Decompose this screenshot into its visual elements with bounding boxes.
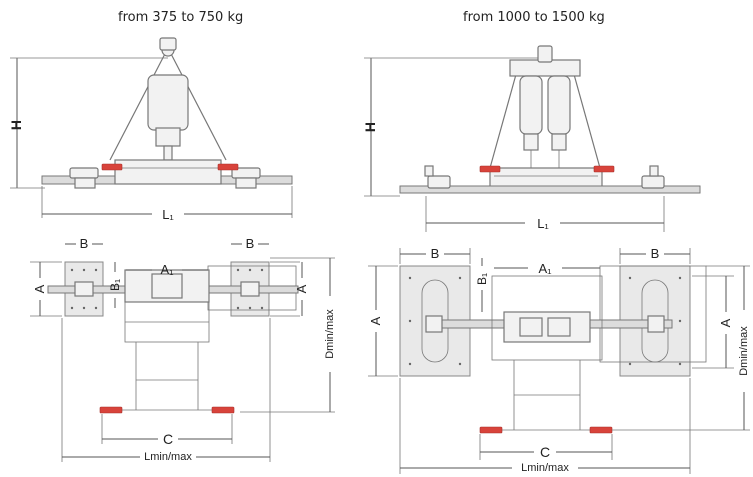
- left-side-handle-left: [101, 163, 123, 171]
- right-top-handle-left: [479, 426, 503, 434]
- right-top-handle-right: [589, 426, 613, 434]
- left-a-label-2: A: [294, 284, 309, 293]
- right-side-handle-left: [479, 165, 501, 173]
- left-c-label: C: [163, 431, 173, 447]
- left-l1-label: L₁: [162, 207, 174, 222]
- right-b1-label: B₁: [475, 273, 489, 285]
- right-b-label-1: B: [431, 246, 440, 261]
- right-b-label-2: B: [651, 246, 660, 261]
- left-b1-label: B₁: [108, 279, 122, 291]
- left-a-label-1: A: [32, 284, 47, 293]
- right-c-label: C: [540, 444, 550, 460]
- right-a1-label: A₁: [538, 261, 552, 276]
- right-h-label: H: [362, 122, 378, 132]
- left-side-handle-right: [217, 163, 239, 171]
- right-a-label-2: A: [718, 318, 733, 327]
- right-l1-label: L₁: [537, 216, 549, 231]
- left-a1-label: A₁: [160, 262, 174, 277]
- left-dminmax-label: Dmin/max: [324, 309, 336, 359]
- left-top-handle-left: [99, 406, 123, 414]
- left-b-label-1: B: [80, 236, 89, 251]
- right-side-handle-right: [593, 165, 615, 173]
- left-b-label-2: B: [246, 236, 255, 251]
- right-title: from 1000 to 1500 kg: [463, 10, 605, 25]
- left-title: from 375 to 750 kg: [118, 10, 244, 25]
- left-side-view: H L₁: [8, 37, 293, 222]
- right-side-view: H L₁: [362, 45, 701, 232]
- left-h-label: H: [8, 120, 24, 130]
- right-dminmax-label: Dmin/max: [738, 326, 750, 376]
- right-a-label-1: A: [368, 316, 383, 325]
- left-lminmax-label: Lmin/max: [144, 451, 192, 463]
- left-top-view: B B A₁ B₁ A A: [30, 236, 336, 463]
- right-top-view: B B A₁ B₁ A A: [368, 246, 750, 474]
- left-top-handle-right: [211, 406, 235, 414]
- right-lminmax-label: Lmin/max: [521, 462, 569, 474]
